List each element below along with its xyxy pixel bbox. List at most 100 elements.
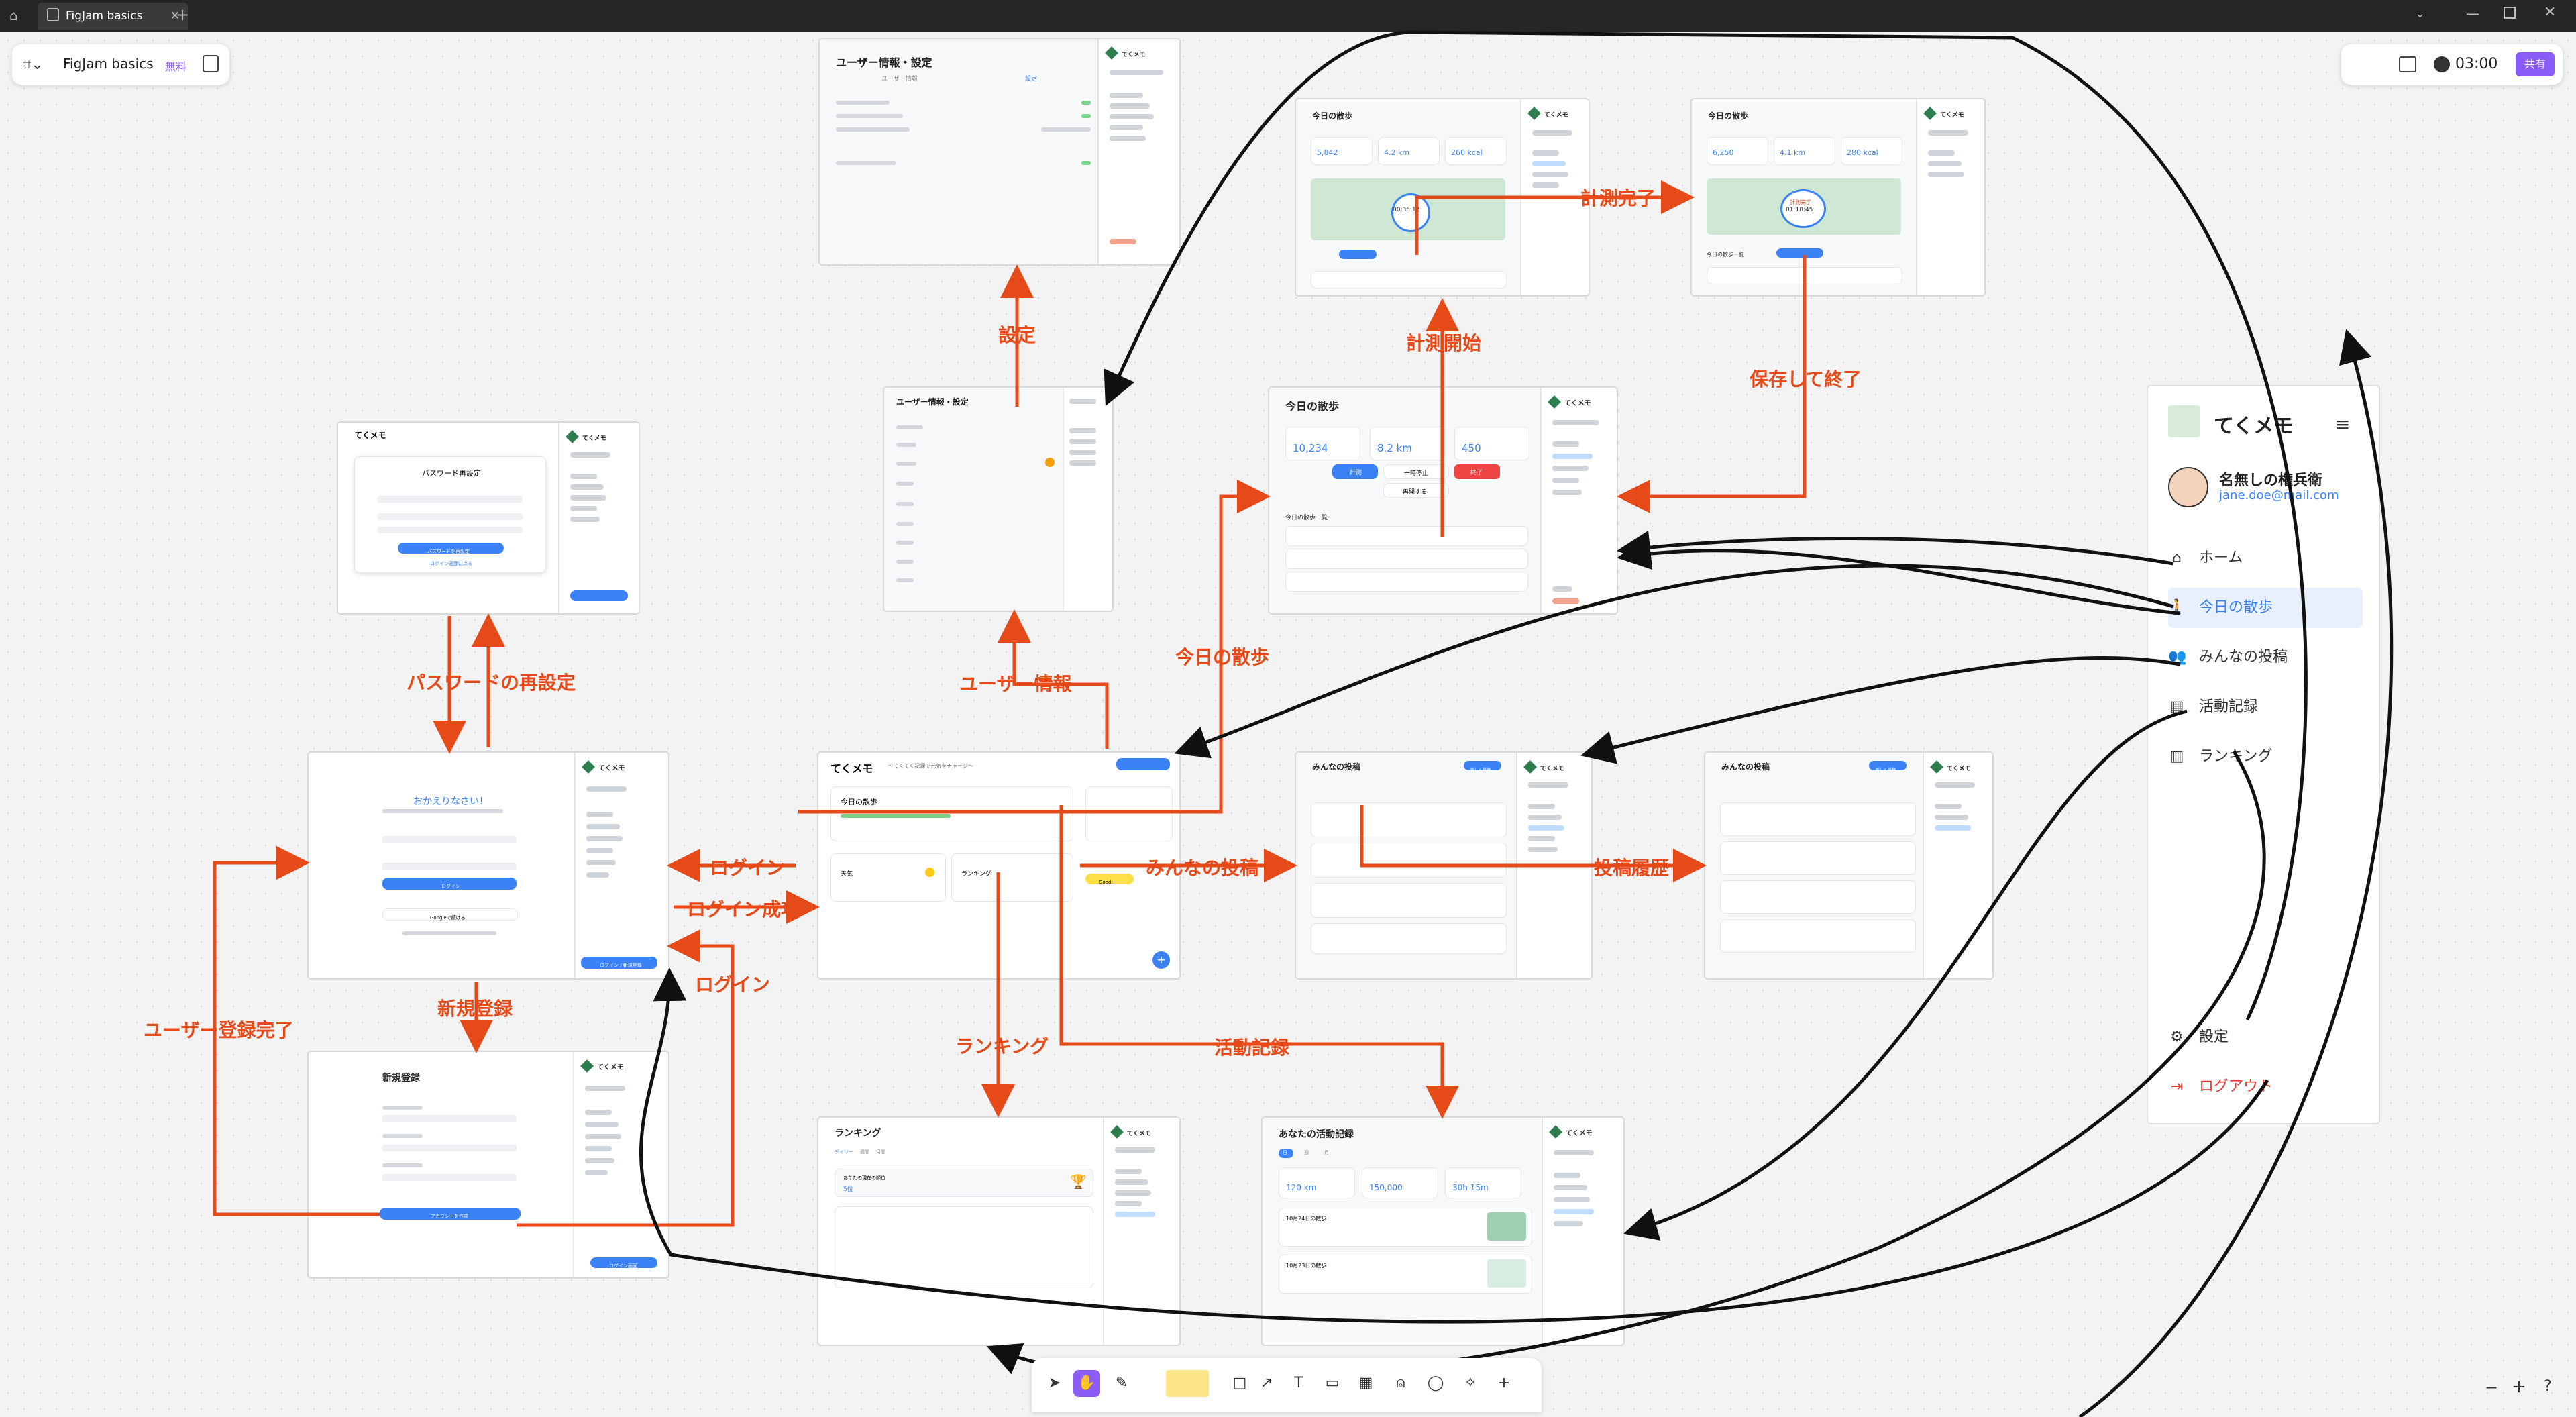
new-post-button[interactable]: 新しく投稿 bbox=[1869, 761, 1907, 772]
screen-title: みんなの投稿 bbox=[1312, 762, 1361, 772]
minimize-icon[interactable]: — bbox=[2466, 5, 2479, 21]
link-settings bbox=[1104, 30, 2308, 1021]
tab-monthly[interactable]: 月間 bbox=[876, 1149, 885, 1155]
marker-tool-icon[interactable]: ✎ bbox=[1115, 1375, 1128, 1392]
zoom-in-button[interactable]: + bbox=[2512, 1377, 2526, 1397]
home-brand: てくメモ bbox=[830, 762, 873, 775]
label-login-success: ログイン成功 bbox=[687, 898, 800, 921]
frame-user-settings-top[interactable]: ユーザー情報・設定 ユーザー情報 設定 てくメモ bbox=[818, 38, 1181, 266]
label-password-reset: パスワードの再設定 bbox=[407, 672, 576, 694]
comment-tool-icon[interactable]: ◯ bbox=[1427, 1375, 1444, 1392]
restore-icon[interactable] bbox=[2504, 7, 2516, 19]
file-name[interactable]: FigJam basics bbox=[63, 56, 154, 72]
arrow-today-walk bbox=[798, 480, 1271, 814]
tab-weekly[interactable]: 週間 bbox=[860, 1149, 869, 1155]
frame-login[interactable]: おかえりなさい！ ログイン Googleで続ける てくメモ ログイン / 新規登… bbox=[307, 751, 669, 980]
google-button[interactable]: Googleで続ける bbox=[382, 908, 518, 921]
file-icon bbox=[47, 8, 59, 21]
tab-month[interactable]: 月 bbox=[1324, 1150, 1329, 1155]
more-tool-icon[interactable]: + bbox=[1497, 1375, 1511, 1392]
login-button[interactable]: ログイン bbox=[382, 878, 517, 890]
new-post-button[interactable]: 新しく投稿 bbox=[1464, 761, 1501, 772]
tab-settings[interactable]: 設定 bbox=[1025, 76, 1038, 83]
nav-home-label: ホーム bbox=[2199, 549, 2243, 566]
home-tagline: 〜てくてく記録で元気をチャージ〜 bbox=[888, 763, 974, 769]
help-button[interactable]: ? bbox=[2544, 1378, 2552, 1395]
frame-signup[interactable]: 新規登録 アカウントを作成 てくメモ ログイン画面 bbox=[307, 1051, 669, 1279]
tab-week[interactable]: 週 bbox=[1304, 1150, 1309, 1155]
stop-button[interactable]: 終了 bbox=[1454, 464, 1500, 479]
timer-value[interactable]: 03:00 bbox=[2455, 56, 2498, 72]
stamp-tool-icon[interactable]: ⍝ bbox=[1396, 1375, 1405, 1392]
add-fab[interactable]: + bbox=[1152, 951, 1170, 969]
nav-today-walk[interactable]: 🚶今日の散歩 bbox=[2168, 588, 2363, 628]
reset-button[interactable]: パスワードを再設定 bbox=[398, 543, 504, 554]
ai-tool-icon[interactable]: ✧ bbox=[1464, 1375, 1477, 1392]
nav-today-walk-label: 今日の散歩 bbox=[2199, 599, 2273, 616]
table-tool-icon[interactable]: ▦ bbox=[1358, 1375, 1373, 1392]
pages-icon[interactable] bbox=[203, 55, 219, 72]
close-tab-icon[interactable]: ✕ bbox=[170, 9, 180, 23]
arrow-login-back bbox=[517, 929, 735, 1227]
timer: 01:10:45 bbox=[1786, 207, 1813, 213]
screen-title: 今日の散歩 bbox=[1285, 400, 1340, 413]
stat-distance: 8.2 km bbox=[1377, 442, 1412, 454]
tab-user-info[interactable]: ユーザー情報 bbox=[881, 76, 918, 83]
stat-calories: 280 kcal bbox=[1847, 148, 1878, 157]
nav-everyone-posts[interactable]: 👥みんなの投稿 bbox=[2168, 637, 2363, 678]
frame-activity[interactable]: あなたの活動記録 日 週 月 120 km 150,000 30h 15m 10… bbox=[1261, 1116, 1625, 1346]
sidebar-component[interactable]: てくメモ ≡ 名無しの権兵衛 jane.doe@mail.com ⌂ホーム 🚶今… bbox=[2147, 385, 2380, 1124]
activity-item-1[interactable]: 10月24日の散歩 bbox=[1286, 1216, 1327, 1222]
tab-day[interactable]: 日 bbox=[1283, 1150, 1287, 1155]
label-signup: 新規登録 bbox=[437, 998, 513, 1020]
avatar bbox=[2168, 467, 2208, 507]
hamburger-icon[interactable]: ≡ bbox=[2334, 413, 2351, 435]
new-tab-button[interactable]: + bbox=[176, 5, 190, 24]
sticky-tool-icon[interactable] bbox=[1166, 1370, 1209, 1397]
tab-daily[interactable]: デイリー bbox=[835, 1149, 853, 1155]
nav-everyone-posts-label: みんなの投稿 bbox=[2199, 649, 2288, 666]
text-tool-icon[interactable]: T bbox=[1294, 1375, 1303, 1392]
link-home bbox=[1617, 530, 2174, 566]
to-login-button[interactable]: ログイン画面 bbox=[590, 1257, 657, 1269]
link-ranking bbox=[986, 750, 2266, 1381]
chevron-down-icon[interactable]: ⌄ bbox=[2415, 7, 2426, 21]
shape-tool-icon[interactable]: □ bbox=[1232, 1375, 1247, 1392]
label-settings: 設定 bbox=[998, 324, 1036, 346]
share-button[interactable]: 共有 bbox=[2516, 52, 2555, 76]
frame-password-reset[interactable]: てくメモ パスワード再設定 パスワードを再設定 ログイン画面に戻る てくメモ bbox=[337, 421, 640, 615]
zoom-out-button[interactable]: − bbox=[2485, 1378, 2499, 1397]
resume-button[interactable]: 再開する bbox=[1383, 483, 1449, 498]
screen-title: ユーザー情報・設定 bbox=[896, 397, 969, 407]
layout-icon[interactable] bbox=[2399, 56, 2416, 72]
stat-calories: 450 bbox=[1462, 442, 1481, 454]
ranking-label: ランキング bbox=[961, 871, 991, 878]
nav-settings-label: 設定 bbox=[2199, 1029, 2229, 1045]
tab-figjam-basics[interactable]: FigJam basics ✕ bbox=[38, 3, 188, 30]
login-signup-side-button[interactable]: ログイン / 新規登録 bbox=[581, 957, 657, 969]
frame-ranking[interactable]: ランキング デイリー 週間 月間 あなたの現在の順位 5位 🏆 てくメモ bbox=[817, 1116, 1181, 1346]
frame-user-settings-mid[interactable]: ユーザー情報・設定 bbox=[883, 386, 1114, 612]
timer-icon[interactable] bbox=[2434, 56, 2450, 72]
figjam-logo-icon[interactable]: ⌗⌄ bbox=[23, 56, 44, 73]
home-icon[interactable]: ⌂ bbox=[9, 7, 18, 23]
nav-logout[interactable]: ⇥ログアウト bbox=[2168, 1067, 2363, 1107]
pause-button[interactable]: 一時停止 bbox=[1383, 464, 1449, 479]
back-to-login-link[interactable]: ログイン画面に戻る bbox=[430, 561, 472, 566]
select-tool-icon[interactable]: ➤ bbox=[1048, 1375, 1061, 1392]
screen-title: 今日の散歩 bbox=[1312, 111, 1353, 121]
section-tool-icon[interactable]: ▭ bbox=[1325, 1375, 1340, 1392]
frame-post-history[interactable]: みんなの投稿 新しく投稿 てくメモ bbox=[1704, 751, 1994, 980]
activity-item-2[interactable]: 10月23日の散歩 bbox=[1286, 1263, 1327, 1269]
nav-home[interactable]: ⌂ホーム bbox=[2168, 538, 2363, 578]
user-name: 名無しの権兵衛 bbox=[2219, 472, 2323, 489]
close-window-icon[interactable]: ✕ bbox=[2544, 4, 2557, 21]
hand-tool-icon[interactable]: ✋ bbox=[1073, 1370, 1100, 1397]
nav-settings[interactable]: ⚙設定 bbox=[2168, 1017, 2363, 1057]
nav-activity[interactable]: ▦活動記録 bbox=[2168, 687, 2363, 727]
connector-tool-icon[interactable]: ↗ bbox=[1260, 1375, 1273, 1392]
screen-title: ランキング bbox=[835, 1128, 881, 1139]
create-account-button[interactable]: アカウントを作成 bbox=[380, 1208, 521, 1220]
start-button[interactable]: 計測 bbox=[1332, 464, 1378, 479]
